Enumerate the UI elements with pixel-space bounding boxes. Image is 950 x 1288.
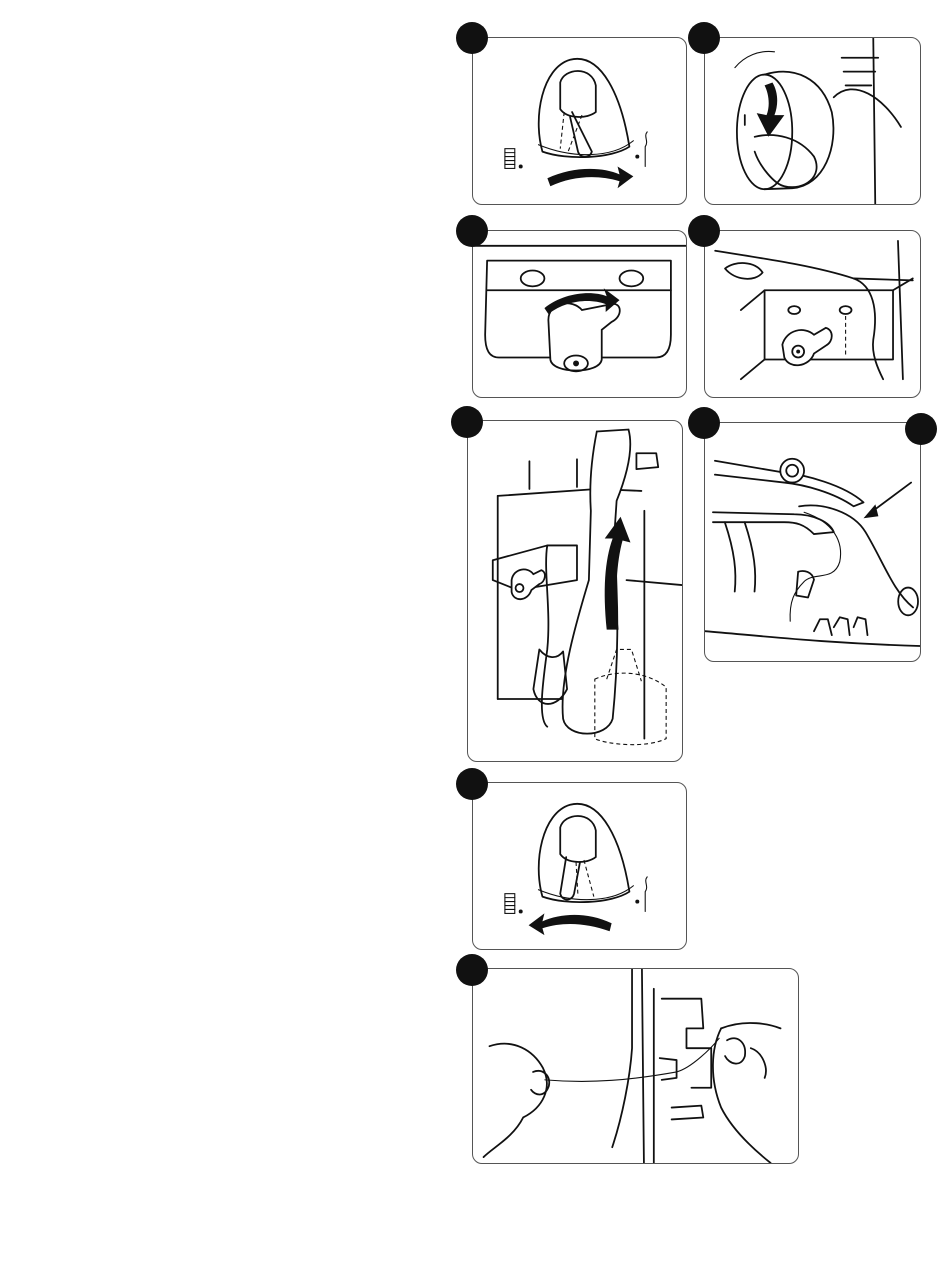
lever-dial-icon	[473, 38, 686, 204]
step-badge-1	[456, 22, 488, 54]
step-badge-8	[456, 954, 488, 986]
illustration-panel-7	[472, 782, 687, 950]
illustration-panel-1	[472, 37, 687, 205]
step-badge-6	[688, 407, 720, 439]
step-badge-4	[688, 215, 720, 247]
illustration-panel-3	[472, 230, 687, 398]
knob-turn-icon	[473, 231, 686, 397]
illustration-panel-6	[704, 422, 921, 662]
illustration-panel-8	[472, 968, 799, 1164]
step-badge-7	[456, 768, 488, 800]
illustration-panel-4	[704, 230, 921, 398]
step-badge-2	[688, 22, 720, 54]
callout-badge	[905, 413, 937, 445]
illustration-panel-2	[704, 37, 921, 205]
thread-guide-icon	[705, 423, 920, 661]
step-badge-3	[456, 215, 488, 247]
illustration-panel-5	[467, 420, 683, 762]
lever-dial-return-icon	[473, 783, 686, 949]
lever-raise-icon	[468, 421, 682, 761]
step-badge-5	[451, 406, 483, 438]
knob-bracket-icon	[705, 231, 920, 397]
handwheel-icon	[705, 38, 920, 204]
thread-pull-icon	[473, 969, 798, 1163]
